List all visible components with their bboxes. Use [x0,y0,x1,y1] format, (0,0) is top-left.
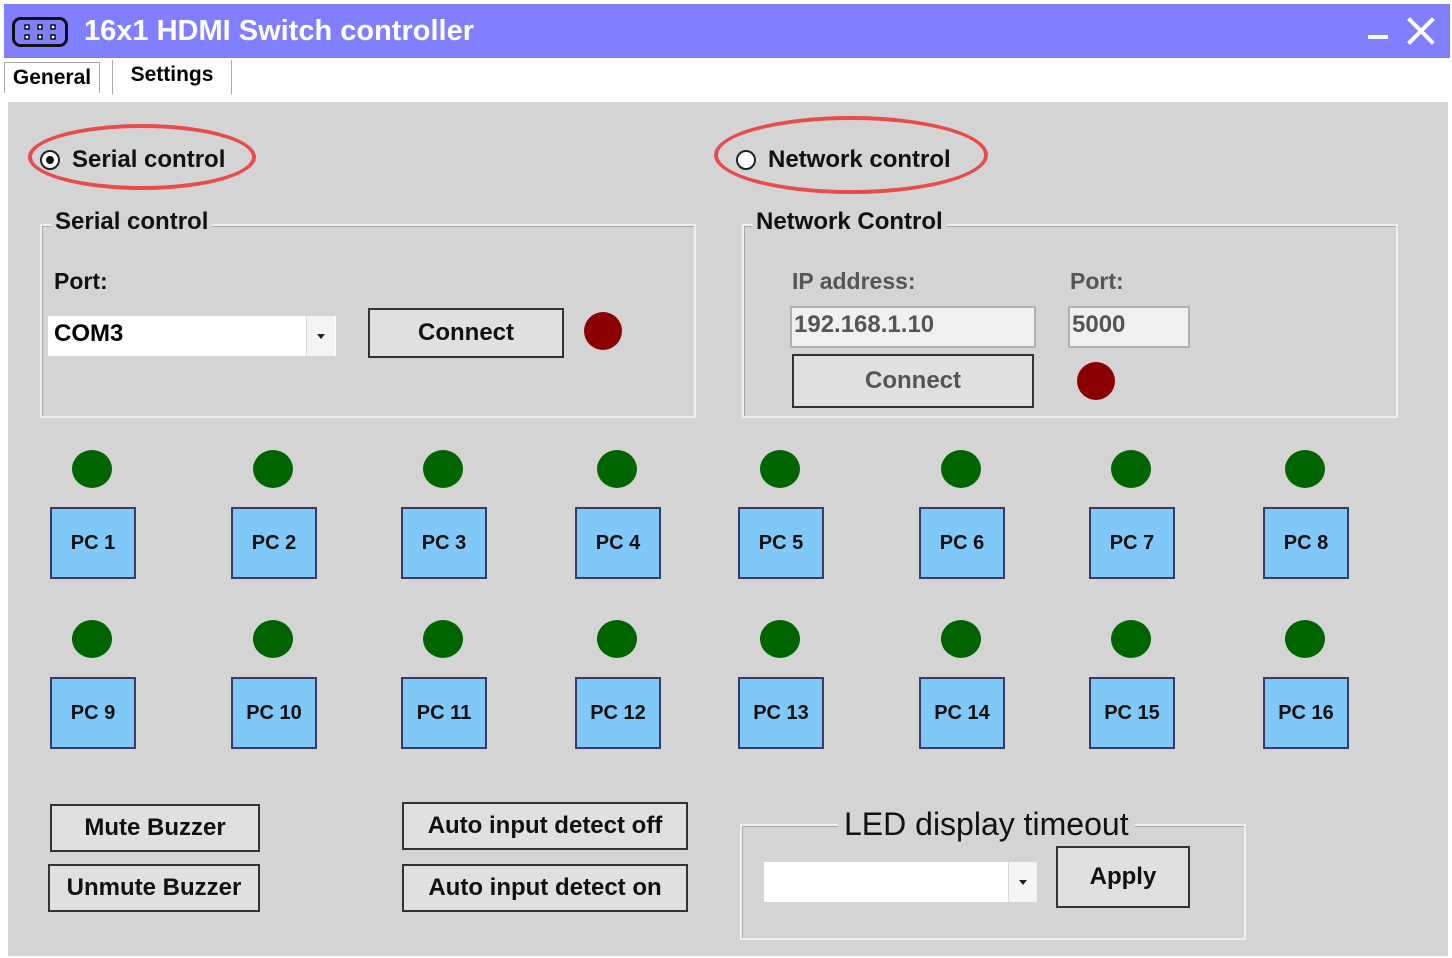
tab-strip [4,58,1450,102]
network-port-field[interactable]: 5000 [1068,306,1190,348]
ip-address-field[interactable]: 192.168.1.10 [790,306,1036,348]
serial-control-radio[interactable]: Serial control [40,146,225,174]
serial-control-group [40,224,696,418]
pc-4-status-led [597,450,637,488]
pc-10-button[interactable]: PC 10 [231,677,317,749]
pc-7-button[interactable]: PC 7 [1089,507,1175,579]
pc-16-button[interactable]: PC 16 [1263,677,1349,749]
unmute-buzzer-button[interactable]: Unmute Buzzer [48,864,260,912]
mute-buzzer-button[interactable]: Mute Buzzer [50,804,260,852]
pc-8-button[interactable]: PC 8 [1263,507,1349,579]
pc-6-button[interactable]: PC 6 [919,507,1005,579]
led-timeout-select[interactable] [764,862,1037,902]
pc-12-status-led [597,620,637,658]
pc-8-status-led [1285,450,1325,488]
pc-2-button[interactable]: PC 2 [231,507,317,579]
pc-14-status-led [941,620,981,658]
pc-11-button[interactable]: PC 11 [401,677,487,749]
network-control-radio[interactable]: Network control [736,146,951,174]
network-connect-button[interactable]: Connect [792,354,1034,408]
auto-detect-on-button[interactable]: Auto input detect on [402,864,688,912]
serial-control-group-title: Serial control [51,208,213,236]
pc-2-status-led [253,450,293,488]
led-timeout-apply-button[interactable]: Apply [1056,846,1190,908]
tab-general[interactable]: General [4,62,100,93]
title-bar: 16x1 HDMI Switch controller [4,4,1450,58]
pc-11-status-led [423,620,463,658]
radio-unchecked-icon [736,150,756,170]
pc-1-button[interactable]: PC 1 [50,507,136,579]
pc-16-status-led [1285,620,1325,658]
auto-detect-off-button[interactable]: Auto input detect off [402,802,688,850]
tab-settings[interactable]: Settings [112,60,232,94]
pc-5-status-led [760,450,800,488]
ip-address-label: IP address: [792,268,916,294]
pc-3-button[interactable]: PC 3 [401,507,487,579]
pc-13-status-led [760,620,800,658]
chevron-down-icon [1008,862,1037,902]
window-title: 16x1 HDMI Switch controller [84,15,474,47]
minimize-icon[interactable] [1366,14,1392,44]
serial-status-led [584,312,622,350]
network-port-label: Port: [1070,268,1124,294]
pc-14-button[interactable]: PC 14 [919,677,1005,749]
pc-7-status-led [1111,450,1151,488]
radio-checked-icon [40,150,60,170]
pc-9-status-led [72,620,112,658]
serial-port-select[interactable]: COM3 [48,316,336,356]
pc-10-status-led [253,620,293,658]
serial-port-value: COM3 [54,320,124,347]
network-status-led [1077,362,1115,400]
serial-port-label: Port: [54,268,108,294]
pc-6-status-led [941,450,981,488]
pc-4-button[interactable]: PC 4 [575,507,661,579]
network-control-group-title: Network Control [752,208,947,236]
pc-15-status-led [1111,620,1151,658]
pc-3-status-led [423,450,463,488]
led-timeout-title: LED display timeout [838,806,1135,842]
pc-5-button[interactable]: PC 5 [738,507,824,579]
serial-connect-button[interactable]: Connect [368,308,564,358]
pc-12-button[interactable]: PC 12 [575,677,661,749]
network-control-group [742,224,1398,418]
app-icon [12,17,68,47]
pc-1-status-led [72,450,112,488]
pc-9-button[interactable]: PC 9 [50,677,136,749]
pc-13-button[interactable]: PC 13 [738,677,824,749]
network-control-radio-label: Network control [768,146,951,173]
chevron-down-icon [306,316,335,356]
pc-15-button[interactable]: PC 15 [1089,677,1175,749]
close-icon[interactable] [1406,16,1436,46]
serial-control-radio-label: Serial control [72,146,226,173]
